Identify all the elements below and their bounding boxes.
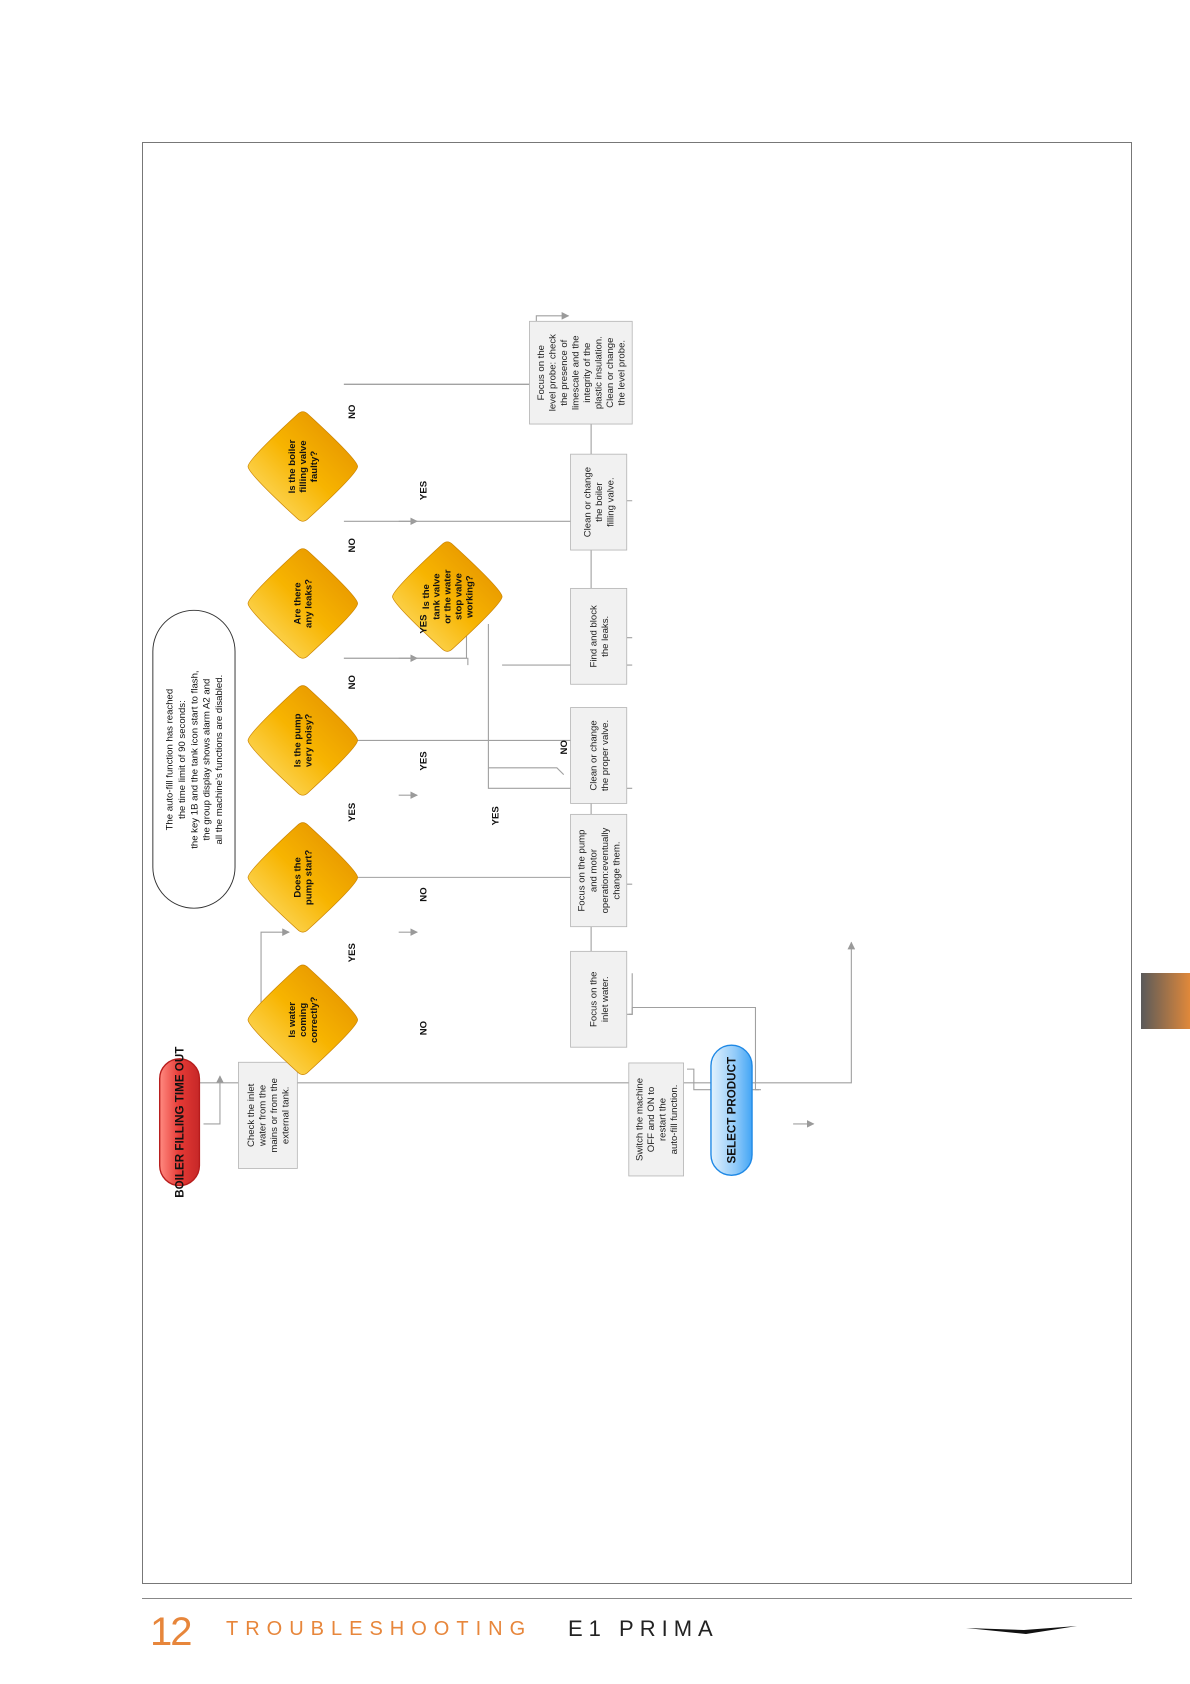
brand-name: E1 PRIMA xyxy=(568,1616,719,1641)
action-pump-motor-text: Focus on the pumpand motoroperation:even… xyxy=(577,827,623,913)
connector xyxy=(203,1075,224,1125)
action-inlet xyxy=(570,950,628,1048)
decision-boiler-valve xyxy=(247,411,358,522)
label-yes-boiler: YES xyxy=(419,480,430,500)
decision-water xyxy=(247,964,358,1075)
decision-water-text: Is watercomingcorrectly? xyxy=(287,997,320,1043)
action-proper-valve-text: Clean or changethe proper valve. xyxy=(588,720,611,791)
page-number: 12 xyxy=(150,1610,192,1654)
section-tab xyxy=(1141,973,1190,1029)
switch-box xyxy=(628,1062,684,1177)
decision-pump-noisy xyxy=(247,685,358,796)
label-yes-leaks: YES xyxy=(419,614,430,634)
label-no-boiler: NO xyxy=(347,404,358,419)
label-no-tank: NO xyxy=(559,740,570,755)
label-yes-pump-noisy: YES xyxy=(419,751,430,771)
label-no-pump-start: NO xyxy=(419,887,430,902)
decision-pump-start xyxy=(247,822,358,933)
start-terminal-text: BOILER FILLING TIME OUT xyxy=(174,1047,187,1198)
info-note-text: The auto-fill function has reachedthe ti… xyxy=(165,670,225,848)
end-terminal xyxy=(710,1044,753,1176)
check-inlet-box-text: Check the inletwater from themains or fr… xyxy=(246,1078,292,1153)
label-no-water: NO xyxy=(419,1020,430,1035)
connector xyxy=(632,1006,761,1091)
connector xyxy=(628,973,633,1015)
section-title: TROUBLESHOOTING xyxy=(226,1618,533,1640)
action-leaks-text: Find and blockthe leaks. xyxy=(588,605,611,668)
action-boiler-valve xyxy=(570,453,628,551)
decision-tank-valve xyxy=(392,541,503,652)
diagram-frame xyxy=(142,142,1132,1584)
end-terminal-text: SELECT PRODUCT xyxy=(726,1057,739,1164)
footer-rule xyxy=(142,1598,1132,1599)
action-level-probe-text: Focus on thelevel probe: checkthe presen… xyxy=(536,334,628,411)
action-level-probe xyxy=(529,320,633,425)
start-terminal xyxy=(159,1058,201,1187)
label-no-leaks: NO xyxy=(347,538,358,553)
decision-leaks-text: Are thereany leaks? xyxy=(293,579,315,628)
label-yes-water: YES xyxy=(347,943,358,963)
action-leaks xyxy=(570,587,628,685)
action-pump-motor xyxy=(570,813,628,928)
connector xyxy=(343,657,469,666)
brand-logo-icon xyxy=(966,1626,1077,1634)
decision-pump-start-text: Does thepump start? xyxy=(293,850,315,905)
action-inlet-text: Focus on theinlet water. xyxy=(588,972,611,1027)
switch-box-text: Switch the machineOFF and ON torestart t… xyxy=(634,1078,680,1161)
label-yes-pump-start: YES xyxy=(347,802,358,822)
action-boiler-valve-text: Clean or changethe boilerfilling valve. xyxy=(583,467,617,537)
connector xyxy=(487,624,565,776)
action-proper-valve xyxy=(570,707,628,804)
decision-boiler-valve-text: Is the boilerfilling valvefaulty? xyxy=(287,439,320,493)
check-inlet-box xyxy=(238,1061,298,1169)
decision-pump-noisy-text: Is the pumpvery noisy? xyxy=(293,713,315,767)
label-yes-tank: YES xyxy=(491,806,502,826)
decision-tank-valve-text: Is thetank valveor the waterstop valvewo… xyxy=(421,569,476,624)
label-no-pump-noisy: NO xyxy=(347,674,358,689)
info-note xyxy=(152,609,236,909)
flowchart: BOILER FILLING TIME OUT Check the inletwa… xyxy=(152,312,856,1198)
decision-leaks xyxy=(247,548,358,659)
